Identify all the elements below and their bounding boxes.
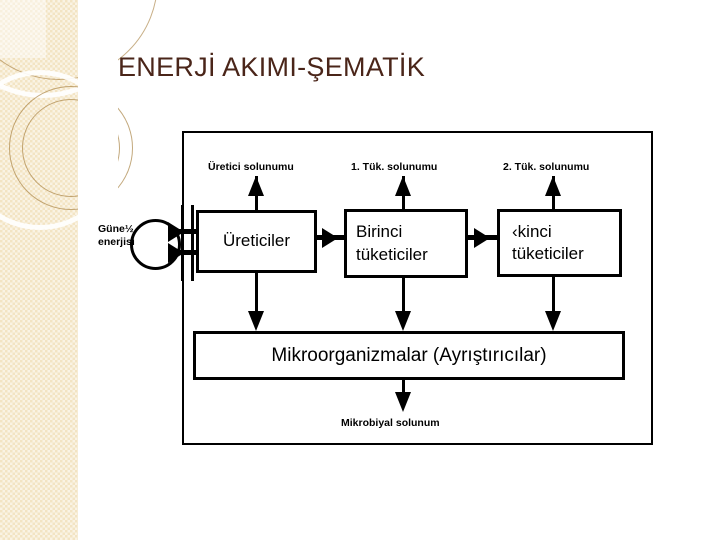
sidebar-edge-mask	[78, 0, 118, 540]
sidebar-ring-inner	[22, 99, 120, 197]
diagram-frame	[182, 131, 653, 445]
solar-energy-label-line1: Güne½	[98, 223, 134, 235]
caption-microbial-respiration: Mikrobiyal solunum	[341, 417, 440, 429]
divider-bar-left-inner	[191, 205, 194, 281]
box-primary-consumers-line1: Birinci	[356, 222, 403, 242]
arrowhead-sun-top-icon	[168, 222, 184, 242]
arrowhead-producers-to-decomposers-icon	[248, 311, 264, 331]
caption-consumer2-respiration: 2. Tük. solunumu	[503, 161, 590, 173]
shaft-producers-to-decomposers	[255, 273, 258, 313]
box-producers-label: Üreticiler	[222, 231, 291, 251]
arrowhead-sun-bottom-icon	[168, 243, 184, 263]
connector-sun-top	[172, 229, 200, 234]
box-decomposers: Mikroorganizmalar (Ayrıştırıcılar)	[193, 331, 625, 380]
solar-energy-label-line2: enerjisi	[98, 236, 135, 249]
box-decomposers-label: Mikroorganizmalar (Ayrıştırıcılar)	[271, 344, 547, 366]
connector-sun-bottom	[172, 250, 200, 255]
box-primary-consumers: Birinci tüketiciler	[344, 209, 468, 278]
box-primary-consumers-line2: tüketiciler	[356, 244, 428, 264]
decorative-sidebar	[0, 0, 158, 540]
arrowhead-secondary-to-decomposers-icon	[545, 311, 561, 331]
arrowhead-producers-to-primary-icon	[322, 228, 338, 248]
arrowhead-primary-to-secondary-icon	[474, 228, 490, 248]
box-secondary-consumers-line2: tüketiciler	[512, 244, 584, 263]
box-producers: Üreticiler	[196, 210, 317, 273]
box-secondary-consumers: ‹kinci tüketiciler	[497, 209, 622, 277]
sidebar-ring-outer	[9, 86, 133, 210]
arrowhead-producer-respiration-icon	[248, 176, 264, 196]
page-title: ENERJİ AKIMI-ŞEMATİK	[118, 52, 426, 82]
arrowhead-primary-to-decomposers-icon	[395, 311, 411, 331]
arrowhead-consumer2-respiration-icon	[545, 176, 561, 196]
box-secondary-consumers-line1: ‹kinci	[512, 221, 552, 241]
caption-consumer1-respiration: 1. Tük. solunumu	[351, 161, 438, 173]
solar-energy-label: Güne½ enerjisi	[98, 223, 135, 249]
shaft-secondary-to-decomposers	[552, 277, 555, 313]
shaft-primary-to-decomposers	[402, 278, 405, 313]
arrowhead-microbial-respiration-icon	[395, 392, 411, 412]
arrowhead-consumer1-respiration-icon	[395, 176, 411, 196]
caption-producer-respiration: Üretici solunumu	[208, 161, 294, 173]
